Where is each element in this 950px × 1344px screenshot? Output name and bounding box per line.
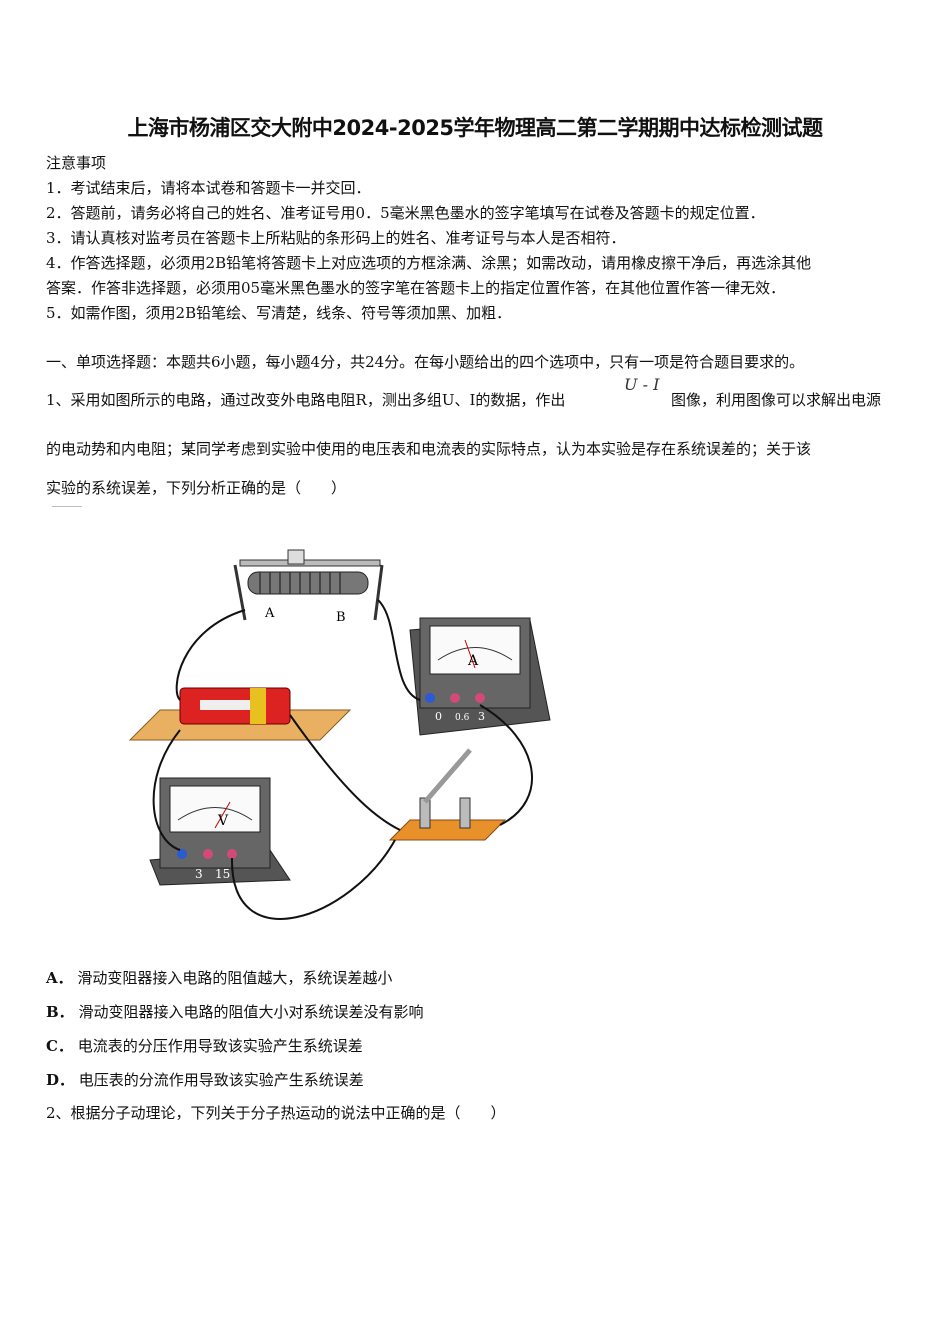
svg-text:3: 3 [195, 867, 203, 881]
svg-text:15: 15 [215, 867, 230, 881]
q1-text: 的电动势和内电阻；某同学考虑到实验中使用的电压表和电流表的实际特点，认为本实验是… [46, 440, 812, 458]
option-text: 电流表的分压作用导致该实验产生系统误差 [77, 1037, 363, 1055]
svg-text:0: 0 [435, 710, 442, 723]
ammeter: A 0 0.6 3 [409, 617, 551, 736]
voltmeter: V 3 15 [149, 777, 291, 886]
option-text: 滑动变阻器接入电路的阻值越大，系统误差越小 [77, 969, 393, 987]
option-text: 滑动变阻器接入电路的阻值大小对系统误差没有影响 [78, 1003, 424, 1021]
option-key: A． [46, 969, 73, 987]
notice-item: 2．答题前，请务必将自己的姓名、准考证号用0．5毫米黑色墨水的签字笔填写在试卷及… [46, 204, 765, 222]
option-c[interactable]: C． 电流表的分压作用导致该实验产生系统误差 [46, 1035, 363, 1056]
svg-text:0.6: 0.6 [455, 713, 470, 723]
option-d[interactable]: D． 电压表的分流作用导致该实验产生系统误差 [46, 1069, 364, 1090]
q1-text: 图像，利用图像可以求解出电源 [671, 391, 882, 409]
option-a[interactable]: A． 滑动变阻器接入电路的阻值越大，系统误差越小 [46, 967, 392, 988]
option-key: D． [46, 1071, 75, 1089]
q1-text: 1、采用如图所示的电路，通过改变外电路电阻R，测出多组U、I的数据，作出 [46, 391, 566, 409]
notice-item: 答案．作答非选择题，必须用05毫米黑色墨水的签字笔在答题卡上的指定位置作答，在其… [46, 279, 786, 297]
notice-item: 4．作答选择题，必须用2B铅笔将答题卡上对应选项的方框涂满、涂黑；如需改动，请用… [46, 254, 812, 272]
q1-text: 实验的系统误差，下列分析正确的是（ ） [46, 479, 347, 497]
notice-item: 3．请认真核对监考员在答题卡上所粘贴的条形码上的姓名、准考证号与本人是否相符． [46, 229, 626, 247]
svg-text:A: A [467, 653, 479, 669]
notice-heading: 注意事项 [46, 154, 107, 172]
divider [52, 506, 82, 507]
section-heading: 一、单项选择题：本题共6小题，每小题4分，共24分。在每小题给出的四个选项中，只… [46, 353, 805, 371]
svg-text:3: 3 [478, 710, 485, 723]
option-key: B． [46, 1003, 74, 1021]
svg-text:B: B [336, 610, 346, 625]
rheostat: A B [233, 549, 384, 625]
option-text: 电压表的分流作用导致该实验产生系统误差 [78, 1071, 364, 1089]
option-b[interactable]: B． 滑动变阻器接入电路的阻值大小对系统误差没有影响 [46, 1001, 423, 1022]
ui-formula: U - I [624, 375, 660, 394]
notice-item: 1．考试结束后，请将本试卷和答题卡一并交回． [46, 179, 371, 197]
notice-item: 5．如需作图，须用2B铅笔绘、写清楚，线条、符号等须加黑、加粗． [46, 304, 512, 322]
q2-text: 2、根据分子动理论，下列关于分子热运动的说法中正确的是（ ） [46, 1104, 506, 1122]
option-key: C． [46, 1037, 73, 1055]
circuit-figure: A B A 0 0.6 3 V 3 15 [128, 549, 551, 920]
svg-text:A: A [264, 606, 275, 621]
page-title: 上海市杨浦区交大附中2024-2025学年物理高二第二学期期中达标检测试题 [127, 116, 823, 140]
svg-text:V: V [217, 813, 229, 829]
